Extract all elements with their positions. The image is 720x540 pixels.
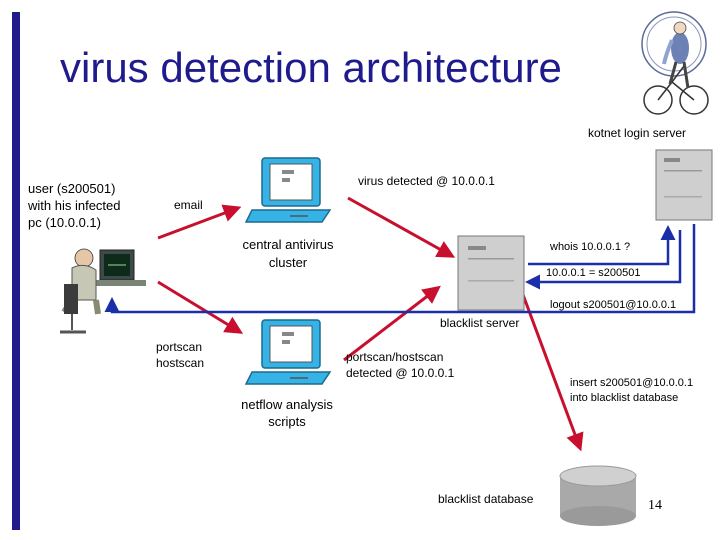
user-label-line3: pc (10.0.0.1) <box>28 215 101 230</box>
email-label: email <box>174 198 203 212</box>
hostscan-label: hostscan <box>156 356 205 370</box>
portscan-detected-label-line1: portscan/hostscan <box>346 350 444 364</box>
insert-blacklist-arrow <box>520 291 584 452</box>
whois-answer-connector <box>525 230 682 290</box>
whois-connector <box>528 225 676 266</box>
logout-connector <box>104 224 696 314</box>
kotnet-login-server-label: kotnet login server <box>588 126 687 140</box>
netflow-label-line2: scripts <box>268 414 306 429</box>
workstation-icon <box>244 319 332 385</box>
logout-label: logout s200501@10.0.0.1 <box>550 299 677 311</box>
user-label-line2: with his infected <box>28 198 121 213</box>
virus-detected-arrow <box>347 196 456 258</box>
cyclist-logo-icon <box>636 4 712 124</box>
page-title: virus detection architecture <box>60 44 562 91</box>
portscan-detected-arrow <box>343 285 441 362</box>
database-cylinder-icon <box>559 465 637 526</box>
blacklist-server-label: blacklist server <box>440 316 520 330</box>
page-number: 14 <box>648 498 662 513</box>
server-tower-icon <box>655 149 713 221</box>
insert-label-line1: insert s200501@10.0.0.1 <box>570 377 694 389</box>
workstation-icon <box>244 157 332 223</box>
server-tower-icon <box>457 235 525 311</box>
portscan-label: portscan <box>156 340 203 354</box>
blacklist-database-label: blacklist database <box>438 492 534 506</box>
portscan-arrow <box>157 280 244 334</box>
portscan-detected-label-line2: detected @ 10.0.0.1 <box>346 366 455 380</box>
central-antivirus-label-line2: cluster <box>268 255 308 270</box>
left-accent-bar <box>12 12 20 530</box>
user-at-pc-icon <box>60 248 146 334</box>
whois-answer-label: 10.0.0.1 = s200501 <box>546 267 641 279</box>
whois-label: whois 10.0.0.1 ? <box>550 241 631 253</box>
virus-detected-label: virus detected @ 10.0.0.1 <box>358 174 495 188</box>
user-label-line1: user (s200501) <box>28 181 116 196</box>
email-arrow <box>157 204 242 240</box>
insert-label-line2: into blacklist database <box>570 392 679 404</box>
netflow-label-line1: netflow analysis <box>241 397 333 412</box>
central-antivirus-label-line1: central antivirus <box>242 237 334 252</box>
